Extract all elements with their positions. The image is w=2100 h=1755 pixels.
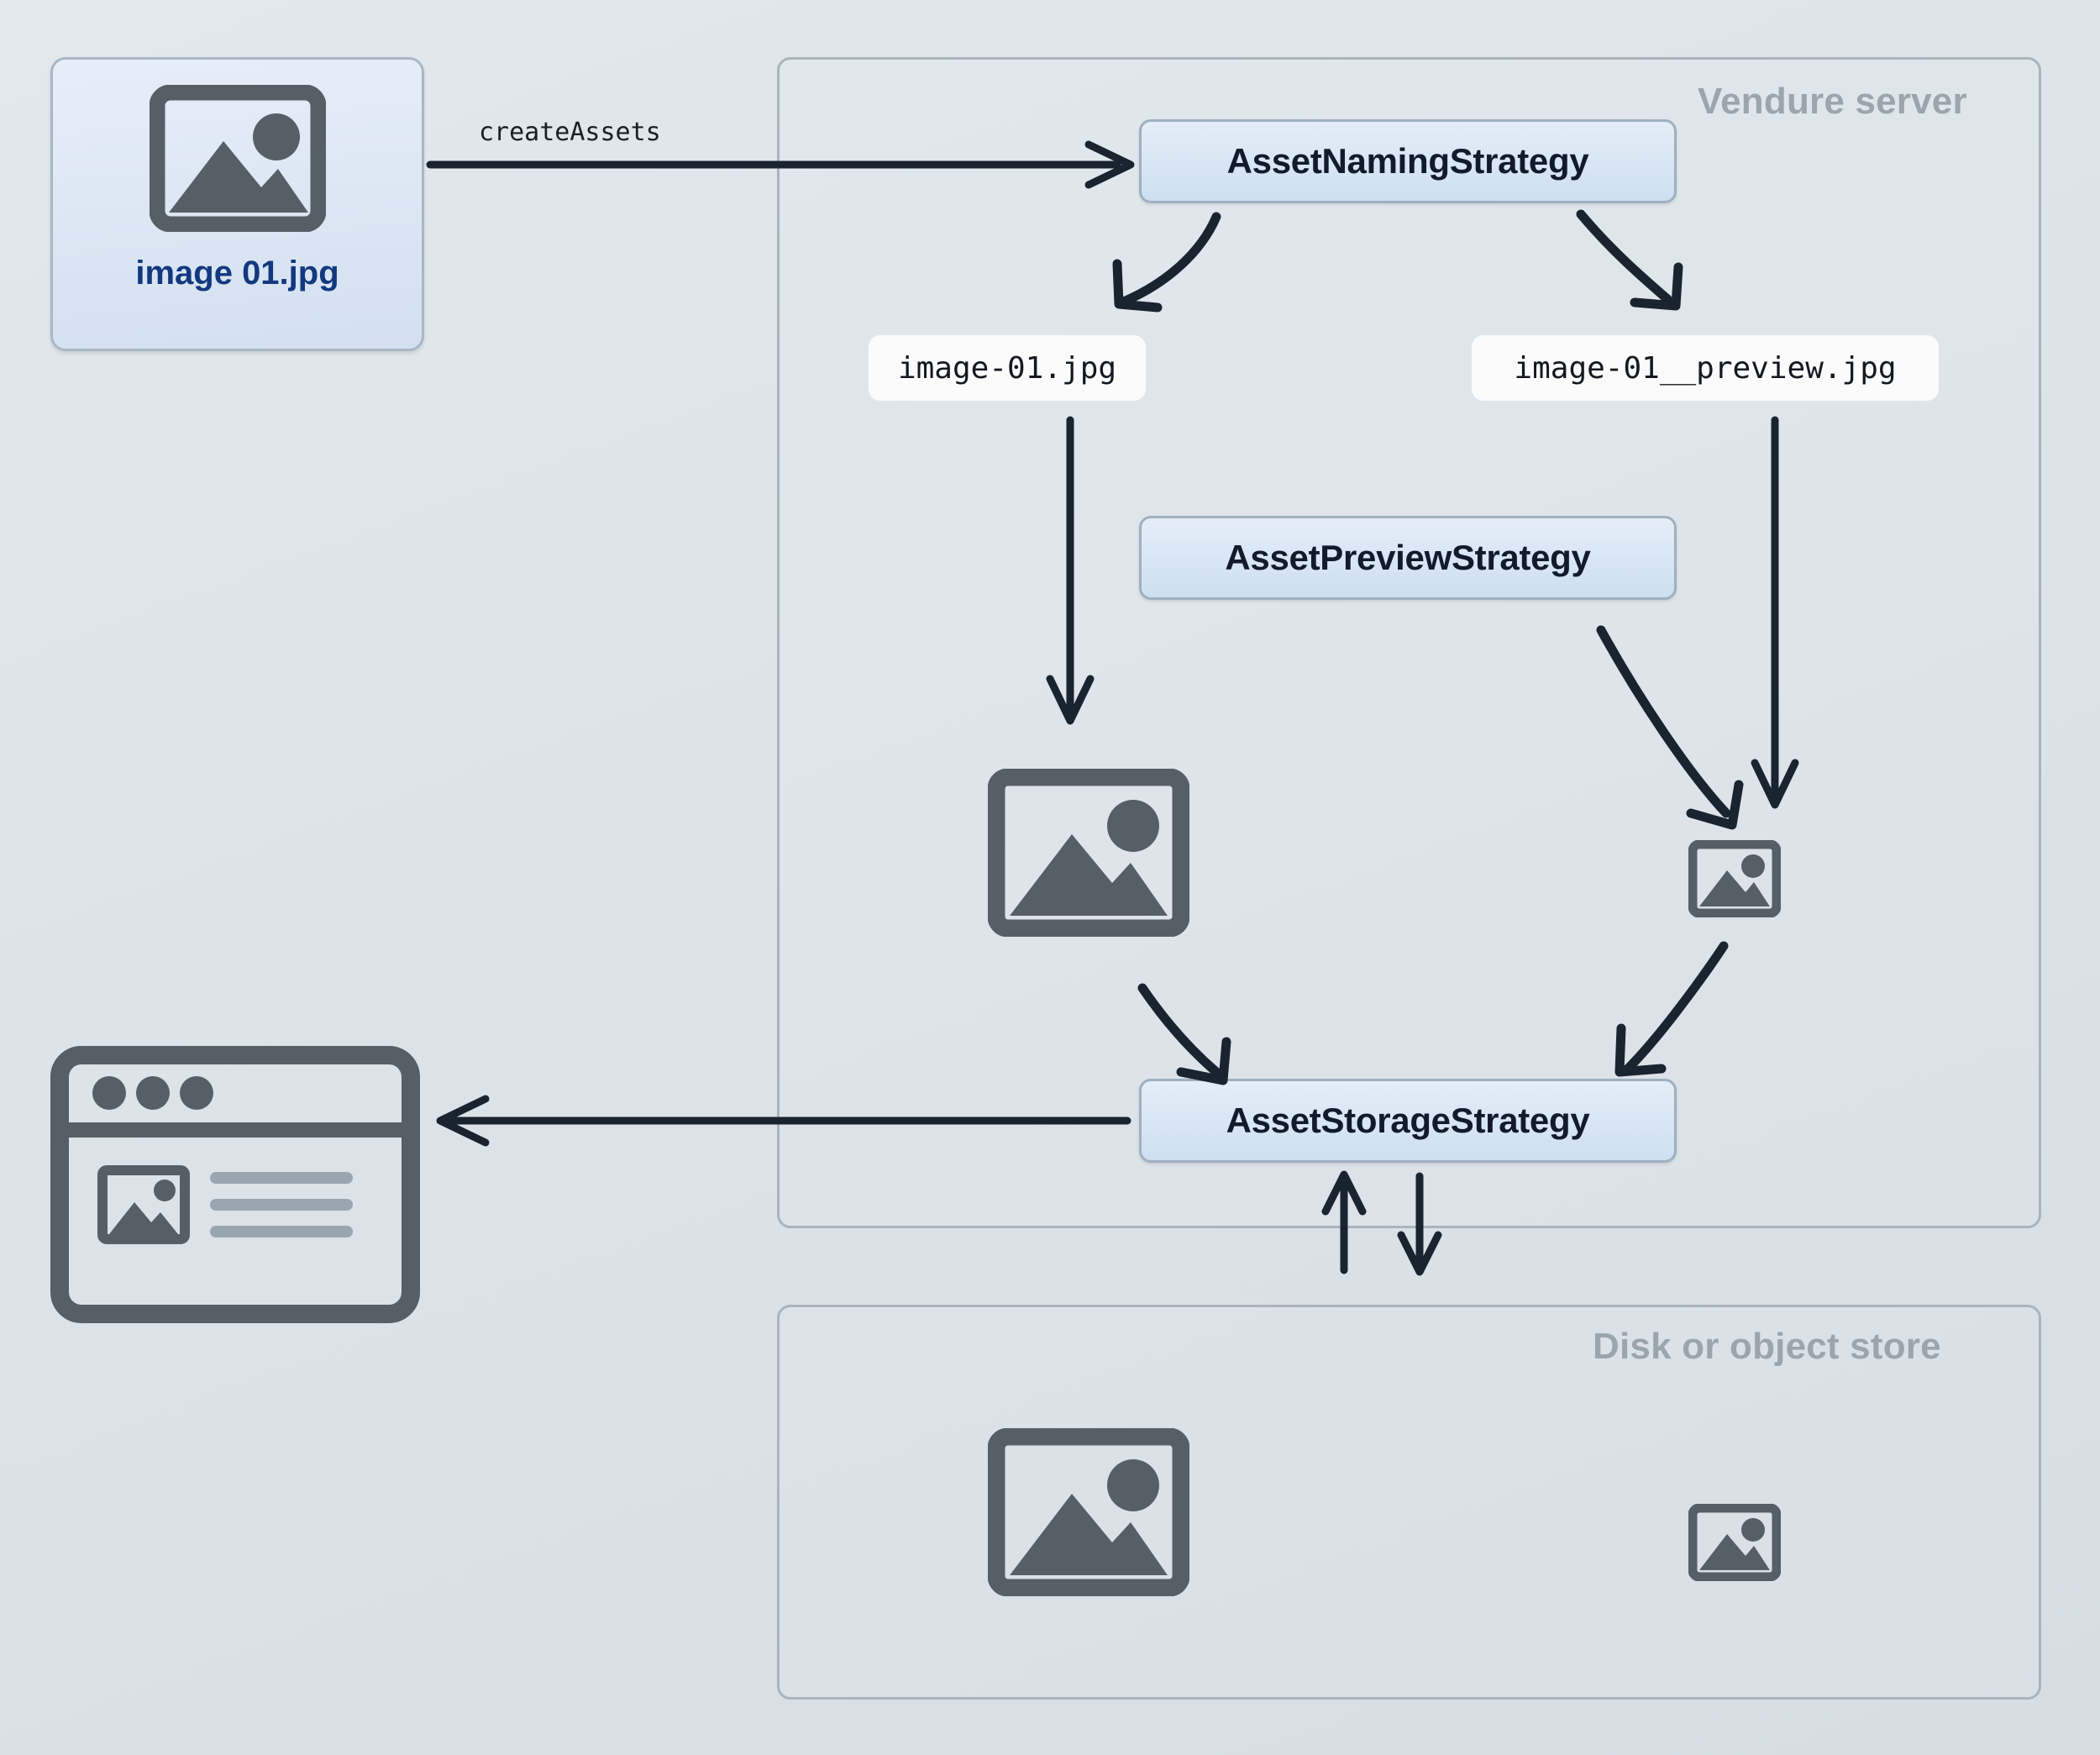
group-vendure-server	[777, 57, 2041, 1228]
browser-window-icon[interactable]	[50, 1046, 420, 1327]
asset-naming-strategy-box[interactable]: AssetNamingStrategy	[1139, 119, 1677, 203]
stored-source-image-icon	[987, 1427, 1190, 1600]
source-filename-chip: image-01.jpg	[869, 335, 1146, 401]
browser-thumbnail-icon	[97, 1165, 190, 1244]
source-image-icon	[987, 768, 1190, 941]
preview-filename-label: image-01__preview.jpg	[1514, 350, 1897, 386]
image-icon	[149, 84, 326, 236]
group-vendure-server-label: Vendure server	[1698, 81, 1967, 122]
asset-storage-strategy-label: AssetStorageStrategy	[1226, 1101, 1590, 1140]
source-asset-card[interactable]: image 01.jpg	[50, 57, 424, 351]
preview-filename-chip: image-01__preview.jpg	[1472, 335, 1939, 401]
source-filename-label: image-01.jpg	[897, 350, 1117, 386]
preview-image-icon	[1688, 839, 1782, 922]
asset-preview-strategy-box[interactable]: AssetPreviewStrategy	[1139, 516, 1677, 600]
create-assets-edge-label: createAssets	[479, 118, 661, 147]
stored-preview-image-icon	[1688, 1503, 1782, 1585]
asset-preview-strategy-label: AssetPreviewStrategy	[1225, 538, 1591, 577]
asset-storage-strategy-box[interactable]: AssetStorageStrategy	[1139, 1079, 1677, 1163]
asset-naming-strategy-label: AssetNamingStrategy	[1226, 141, 1589, 181]
group-disk-or-object-store-label: Disk or object store	[1593, 1326, 1941, 1367]
source-asset-label: image 01.jpg	[135, 255, 339, 292]
